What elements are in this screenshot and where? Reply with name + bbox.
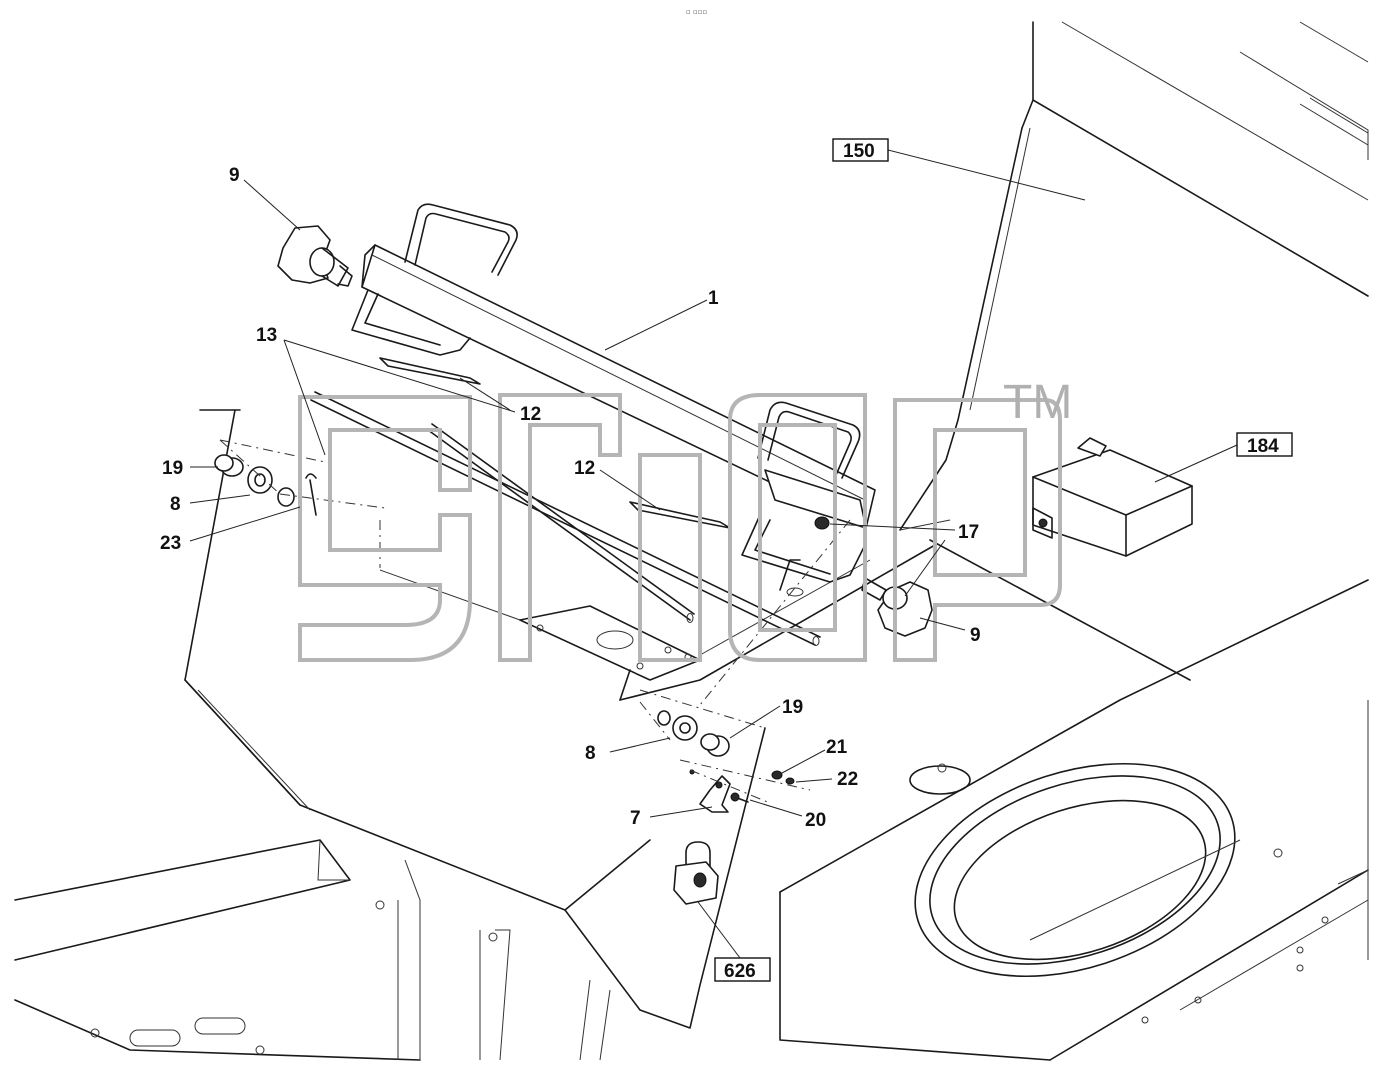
callout-9-left: 9	[229, 165, 240, 186]
watermark-trademark: TM	[1003, 376, 1072, 429]
callout-9-right: 9	[970, 625, 981, 646]
small-hardware	[214, 437, 1193, 905]
knob-left	[277, 225, 353, 287]
callout-626: 626	[724, 961, 756, 982]
callout-labels: 9 1 13 12 12 19 8 23 17 9 19 8 21 22 7 2…	[160, 138, 1293, 982]
callout-184-box	[1236, 432, 1293, 457]
assembly-lines	[219, 439, 951, 804]
callout-1: 1	[708, 288, 719, 309]
handle-bracket	[351, 203, 876, 597]
callout-22: 22	[837, 769, 858, 790]
callout-8-left: 8	[170, 494, 181, 515]
machine-frame	[14, 21, 1369, 1061]
callout-19-left: 19	[162, 458, 183, 479]
chute-housing	[184, 409, 766, 1029]
callout-23: 23	[160, 533, 181, 554]
callout-8-right: 8	[585, 743, 596, 764]
callout-12-upper: 12	[520, 404, 541, 425]
watermark: TM	[298, 376, 1072, 662]
callout-184: 184	[1247, 436, 1279, 457]
callout-12-lower: 12	[574, 458, 595, 479]
callout-20: 20	[805, 810, 826, 831]
callout-626-box	[714, 957, 771, 982]
callout-13: 13	[256, 325, 277, 346]
leader-lines	[189, 149, 1238, 959]
header-mark: ▫ ▫▫▫	[686, 8, 707, 16]
callout-7: 7	[630, 808, 641, 829]
callout-19-right: 19	[782, 697, 803, 718]
callout-150: 150	[843, 141, 875, 162]
callout-17: 17	[958, 522, 979, 543]
callout-21: 21	[826, 737, 848, 758]
callout-150-box	[832, 138, 889, 162]
rods-and-keys	[310, 357, 821, 646]
